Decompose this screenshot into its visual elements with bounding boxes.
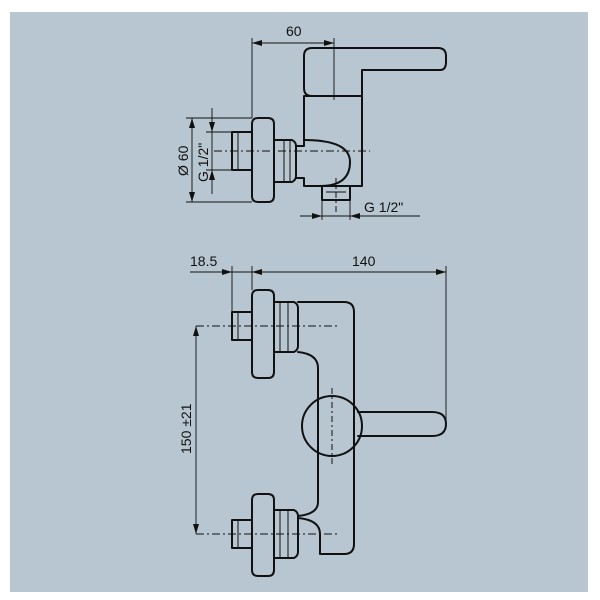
front-view: 18.5 140 150 ±21 [178,253,447,577]
dim-inlet-arrow-top [209,122,215,132]
mixer-body-side [295,95,363,187]
dim-diameter-label: Ø 60 [175,145,191,176]
lever-handle-side [303,47,447,97]
dim-150-arrow-top [193,326,199,336]
dim-outlet-thread-label: G 1/2" [364,199,403,215]
mixer-body-front [297,301,355,555]
dim-60-arrow-right [324,40,334,46]
body-rounded-front [303,139,351,187]
dim-140-arrow-right [436,269,446,275]
dim-centers-label: 150 ±21 [178,403,194,454]
dim-depth-label: 60 [286,23,302,39]
bottom-outlet [321,185,351,201]
dim-inlet-thread-label: G 1/2" [195,143,211,182]
dim-width-label: 140 [352,253,376,269]
wall-flange [251,117,275,203]
dim-outlet-arrow-left [312,213,322,219]
dim-inlet-arrow-bottom [209,170,215,180]
dim-offset-label: 18.5 [190,253,217,269]
dim-dia-arrow-bottom [189,192,195,202]
dim-outlet-arrow-right [350,213,360,219]
side-view: 60 Ø 60 G 1/2" G 1/2" [175,23,447,220]
lower-flange [251,493,275,577]
nut [273,139,297,183]
upper-nut [273,301,299,353]
lever-cartridge-disc [301,395,363,457]
upper-flange [251,289,275,379]
dim-150-arrow-bottom [193,524,199,534]
dim-185-arrow-left [222,269,232,275]
dim-dia-arrow-top [189,118,195,128]
dim-60-arrow-left [252,40,262,46]
